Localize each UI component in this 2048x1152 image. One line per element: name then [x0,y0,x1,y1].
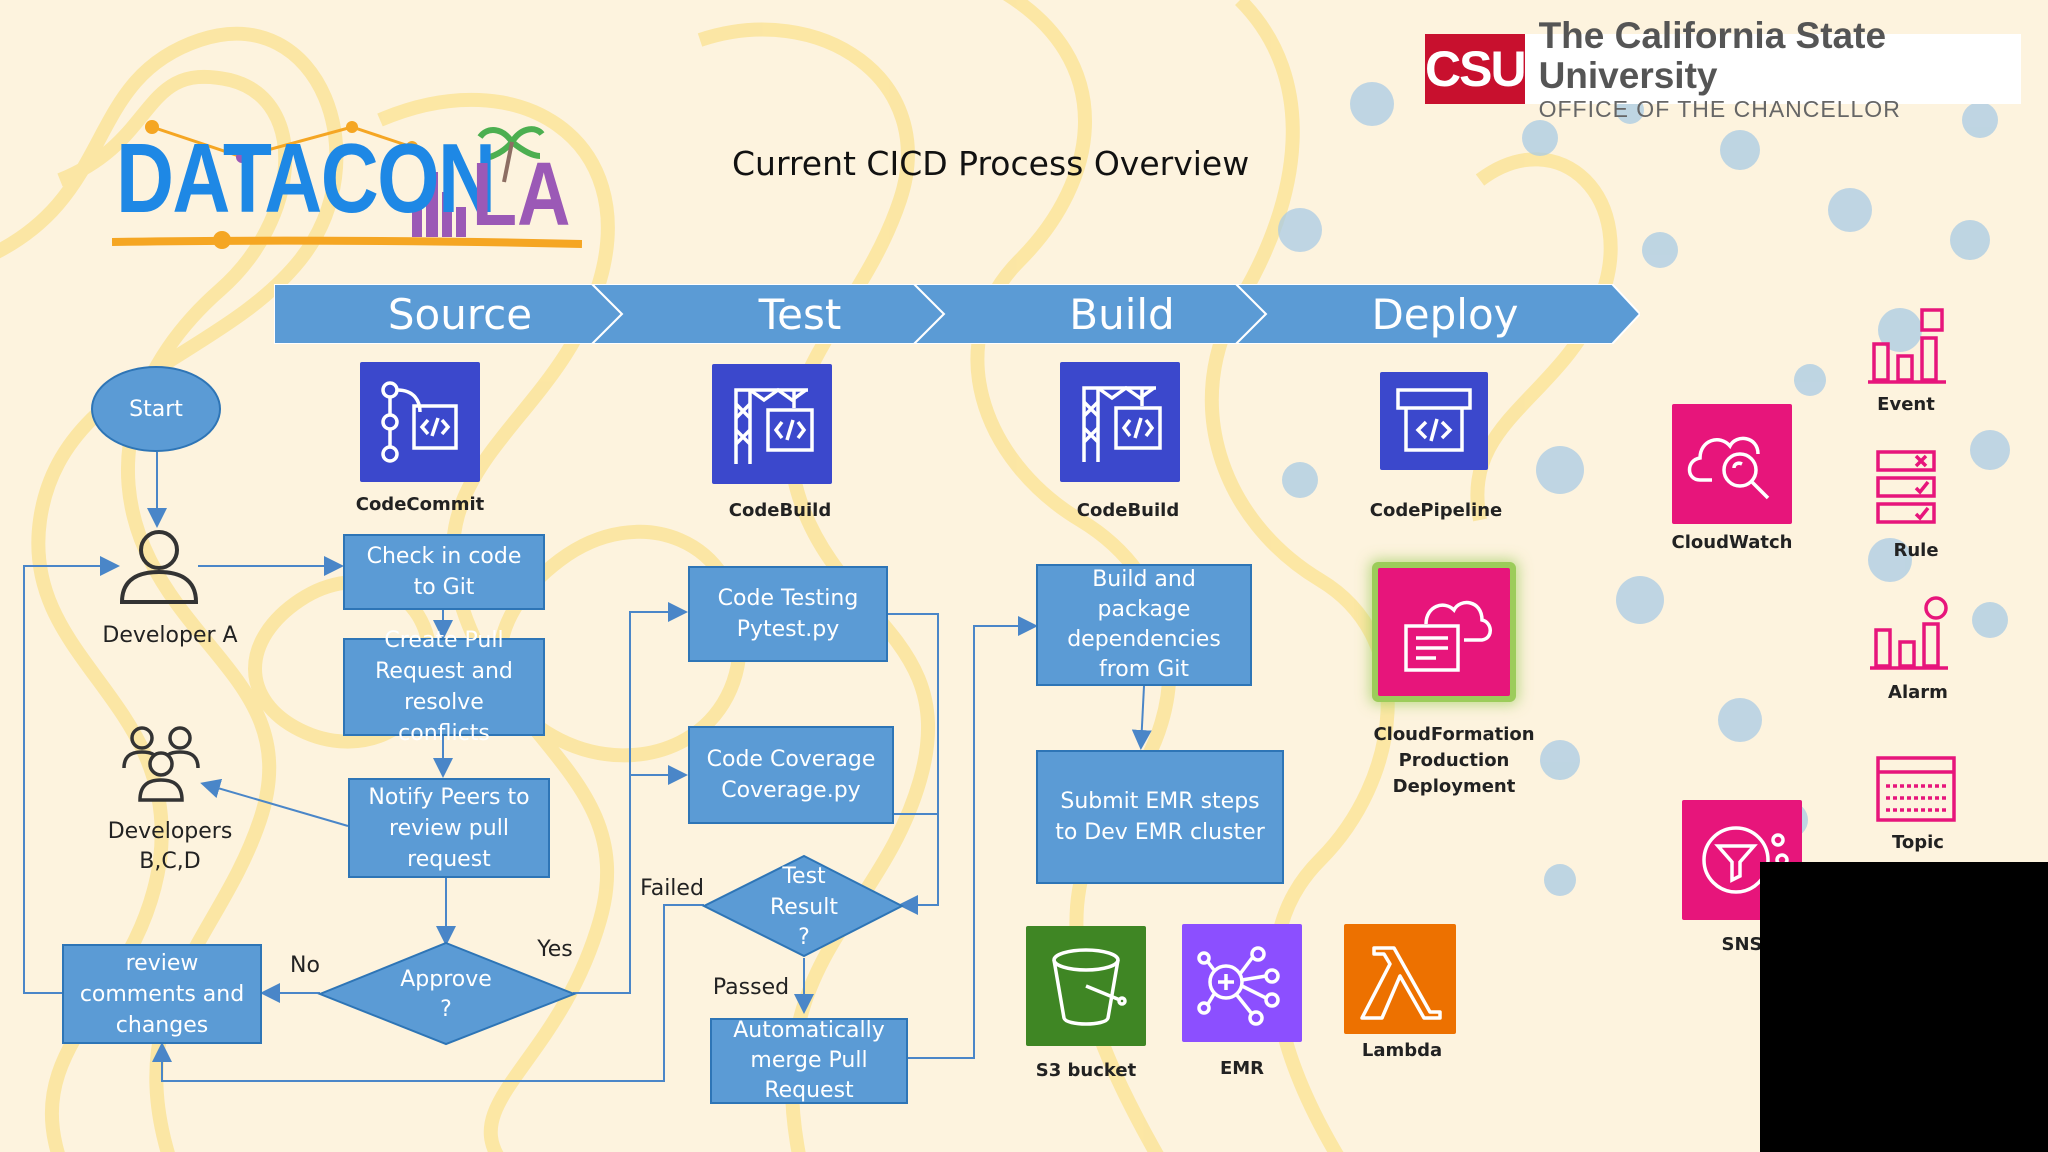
no-label: No [290,953,320,978]
s3-label: S3 bucket [1035,1060,1137,1081]
cloudformation-tile [1378,568,1510,696]
lambda-tile [1344,924,1456,1034]
phase-build: Build [1069,289,1175,339]
code-testing-label-1: Code Testing [717,586,859,611]
alarm-icon [1870,596,1948,670]
codebuild-test-label: CodeBuild [728,500,832,521]
csu-badge: CSU [1425,34,1527,104]
test-result-label-3: ? [798,925,810,950]
approve-label-1: Approve [400,967,492,992]
codepipeline-icon [1396,388,1472,452]
passed-label: Passed [712,975,790,1000]
codecommit-tile [360,362,480,482]
page-title: Current CICD Process Overview [732,144,1250,183]
auto-merge-box: Automatically merge Pull Request [710,1018,908,1104]
phase-chevrons [274,284,1640,344]
build-package-box: Build and package dependencies from Git [1036,564,1252,686]
developer-a-icon [119,530,199,604]
csu-name: The California State University [1538,15,1887,96]
rule-label: Rule [1893,540,1939,561]
code-coverage-label-2: Coverage.py [721,778,861,803]
codepipeline-tile [1380,372,1488,470]
start-label: Start [129,397,183,422]
cloudwatch-tile [1672,404,1792,524]
la-text: LA [472,145,571,245]
event-label: Event [1877,394,1935,415]
developer-a-label: Developer A [102,623,238,648]
code-testing-label-2: Pytest.py [736,617,840,642]
cloudwatch-label: CloudWatch [1671,532,1793,553]
codebuild-build-label: CodeBuild [1076,500,1180,521]
s3-bucket-icon [1052,948,1127,1026]
datacon-la-logo [112,120,582,249]
developers-bcd-label-2: B,C,D [139,849,201,874]
emr-icon [1197,946,1280,1026]
cloudformation-icon [1404,600,1492,672]
check-in-code-box: Check in code to Git [343,534,545,610]
sns-label: SNS [1721,934,1763,955]
phase-test: Test [758,289,842,339]
developers-bcd-label-1: Developers [107,819,233,844]
topic-label: Topic [1892,832,1944,853]
video-overlay [1760,862,2048,1152]
developers-group-icon [122,726,200,802]
codecommit-icon [381,381,458,463]
event-icon [1868,308,1946,384]
test-result-diamond [701,854,905,958]
code-testing-box: Code Testing Pytest.py [688,566,888,662]
cloudformation-label-2: Production [1398,750,1510,771]
code-coverage-box: Code Coverage Coverage.py [688,726,894,824]
datacon-text: DATACON [116,123,496,233]
review-comments-box: review comments and changes [62,944,262,1044]
lambda-icon [1360,946,1442,1020]
create-pull-request-box: Create Pull Request and resolve conflict… [343,628,545,746]
approve-diamond [317,941,577,1046]
topic-icon [1876,756,1956,822]
phase-deploy: Deploy [1371,289,1519,339]
alarm-label: Alarm [1888,682,1948,703]
rule-icon [1876,450,1936,524]
codebuild-test-tile [712,364,832,484]
cloudformation-label-1: CloudFormation [1373,724,1535,745]
start-ellipse [91,366,221,452]
s3-tile [1026,926,1146,1046]
yes-label: Yes [537,937,573,962]
approve-label-2: ? [440,997,452,1022]
failed-label: Failed [640,876,704,901]
lambda-label: Lambda [1361,1040,1443,1061]
phase-source: Source [387,289,533,339]
code-coverage-label-1: Code Coverage [706,747,876,772]
codecommit-label: CodeCommit [355,494,485,515]
test-result-label-2: Result [770,895,838,920]
emr-tile [1182,924,1302,1042]
csu-office: OFFICE OF THE CHANCELLOR [1538,96,1901,122]
codebuild-test-icon [734,387,814,464]
cloudformation-label-3: Deployment [1392,776,1516,797]
codepipeline-label: CodePipeline [1369,500,1503,521]
emr-label: EMR [1219,1058,1265,1079]
csu-logo: CSU The California State University OFFI… [1425,16,2021,122]
codebuild-build-icon [1082,385,1162,462]
submit-emr-box: Submit EMR steps to Dev EMR cluster [1036,750,1284,884]
notify-peers-box: Notify Peers to review pull request [348,778,550,878]
cloudwatch-icon [1687,436,1770,500]
codebuild-build-tile [1060,362,1180,482]
test-result-label-1: Test [782,864,826,889]
